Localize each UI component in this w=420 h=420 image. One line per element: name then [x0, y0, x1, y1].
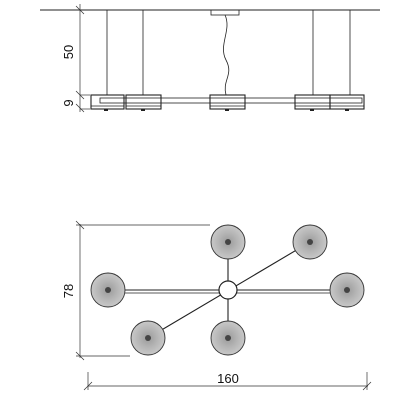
lamp-shade: [90, 272, 126, 308]
dimension-width-label: 160: [217, 371, 239, 386]
plan-view: 78 160: [61, 220, 372, 391]
central-hub: [218, 280, 238, 300]
elevation-view: 50 9: [40, 4, 380, 113]
lamp-shade: [210, 320, 246, 356]
lamp-shade-side: [209, 94, 246, 110]
lamp-shade-side: [329, 94, 365, 110]
bulb-mark: [104, 109, 108, 111]
lamp-shade-side: [125, 94, 162, 110]
dimension-depth-label: 78: [61, 284, 76, 298]
dimension-height-label: 50: [61, 45, 76, 59]
dimension-tick: [75, 103, 85, 113]
lamp-shade: [329, 272, 365, 308]
power-cable: [223, 14, 230, 96]
lamp-shade: [130, 320, 166, 356]
lamp-shade: [292, 224, 328, 260]
bulb-mark: [141, 109, 145, 111]
dimension-body-label: 9: [61, 99, 76, 106]
lamp-shade-side: [294, 94, 331, 110]
dimension-tick: [75, 5, 85, 15]
bulb-mark: [310, 109, 314, 111]
ceiling-canopy: [210, 9, 240, 16]
bulb-mark: [225, 109, 229, 111]
lamp-shade-side: [90, 94, 125, 110]
dimension-tick: [362, 381, 372, 391]
bulb-mark: [345, 109, 349, 111]
fixture-bar: [99, 97, 363, 104]
dimension-tick: [83, 381, 93, 391]
lamp-shade: [210, 224, 246, 260]
